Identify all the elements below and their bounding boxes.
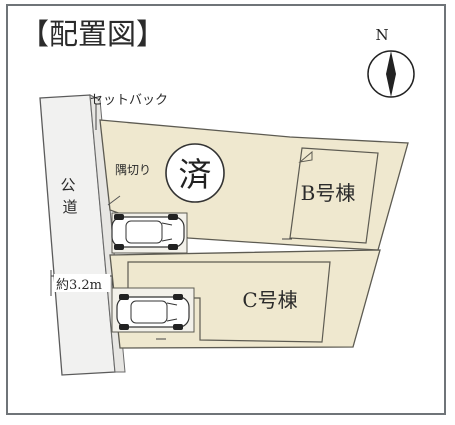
building-b-footprint <box>289 147 379 244</box>
north-arrow-icon: N <box>367 26 415 98</box>
corner-cut-label: 隅切り <box>115 163 151 177</box>
sold-badge <box>165 143 225 203</box>
car-icon <box>116 294 190 330</box>
compass-label: N <box>375 26 388 44</box>
page-title: 【配置図】 <box>20 17 165 51</box>
road-label-1: 公 <box>60 176 75 194</box>
car-icon <box>111 214 185 250</box>
setback-label: セットバック <box>90 93 168 108</box>
building-c-label: C号棟 <box>242 288 297 312</box>
building-b-label: B号棟 <box>301 181 356 205</box>
road-width-label: 約3.2m <box>56 278 102 293</box>
sold-badge-text: 済 <box>179 155 212 194</box>
road-label-2: 道 <box>62 198 77 216</box>
corner-cut-line <box>107 195 121 206</box>
